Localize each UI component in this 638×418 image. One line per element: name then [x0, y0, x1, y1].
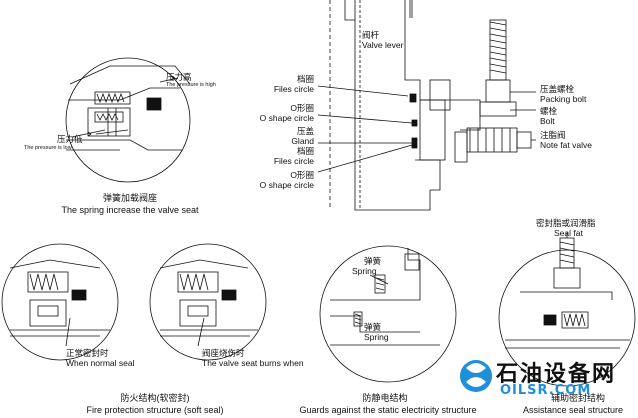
watermark-logo-mark	[460, 360, 492, 392]
seal-fat-en-label: Seal fat	[554, 228, 583, 238]
spring-seat-detail	[65, 57, 191, 183]
assistance-seal-caption-cn: 辅助密封结构	[550, 393, 605, 403]
gland-cn-label: 压盖	[296, 126, 314, 136]
fire-protection-normal	[1, 243, 119, 361]
valve-lever-cn-label: 阀杆	[362, 30, 380, 40]
assistance-seal-detail	[498, 232, 636, 387]
spring-seat-caption-en: The spring increase the valve seat	[61, 205, 199, 215]
spring-top-cn-label: 弹簧	[364, 256, 382, 266]
note-fat-en-label: Note fat valve	[540, 140, 592, 150]
o-shape-1-cn-label: O形圈	[290, 103, 314, 113]
watermark-cn-text: 石油设备网	[496, 362, 617, 387]
anti-static-caption-cn: 防静电结构	[362, 393, 408, 403]
fire-protection-burned	[149, 243, 267, 361]
spring-bottom-cn-label: 弹簧	[364, 322, 382, 332]
files-circle-1-cn-label: 档圈	[296, 74, 314, 84]
pressure-low-label: 压力低	[57, 134, 83, 144]
gland-en-label: Gland	[291, 136, 314, 146]
pressure-low-en-label: The pressure is low	[24, 145, 72, 151]
seal-fat-cn-label: 密封脂或润滑脂	[536, 218, 596, 228]
o-shape-2-cn-label: O形圈	[290, 170, 314, 180]
watermark-en-text: OILSR.COM	[500, 383, 592, 398]
normal-seal-cn-label: 正常密封时	[66, 348, 109, 358]
files-circle-1-en-label: Files circle	[273, 84, 314, 94]
o-shape-1-en-label: O shape circle	[259, 113, 314, 123]
pressure-high-en-label: The pressure is high	[166, 82, 216, 88]
valve-body-section	[317, 0, 536, 211]
packing-bolt-cn-label: 压盖螺栓	[540, 84, 575, 94]
note-fat-cn-label: 注脂阀	[540, 130, 566, 140]
o-shape-2-en-label: O shape circle	[259, 180, 314, 190]
bolt-cn-label: 螺栓	[540, 106, 558, 116]
seat-burns-cn-label: 阀座烧伤时	[202, 348, 245, 358]
fire-protection-caption-en: Fire protection structure (soft seal)	[86, 405, 224, 415]
pressure-high-label: 压力高	[166, 72, 192, 82]
seat-burns-en-label: The valve seat burns when	[202, 358, 304, 368]
anti-static-caption-en: Guards against the static electricity st…	[299, 405, 477, 415]
valve-lever-en-label: Valve lever	[362, 40, 404, 50]
spring-bottom-en-label: Spring	[364, 332, 389, 342]
assistance-seal-caption-en: Assistance seal structure	[522, 405, 624, 415]
anti-static-detail	[319, 245, 457, 383]
files-circle-2-cn-label: 档圈	[296, 146, 314, 156]
packing-bolt-en-label: Packing bolt	[540, 94, 587, 104]
spring-seat-caption-cn: 弹簧加载阀座	[102, 193, 157, 203]
normal-seal-en-label: When normal seal	[66, 358, 135, 368]
spring-top-en-label: Spring	[352, 266, 377, 276]
bolt-en-label: Bolt	[540, 116, 555, 126]
fire-protection-caption-cn: 防火结构(软密封)	[120, 393, 190, 403]
files-circle-2-en-label: Files circle	[273, 156, 314, 166]
